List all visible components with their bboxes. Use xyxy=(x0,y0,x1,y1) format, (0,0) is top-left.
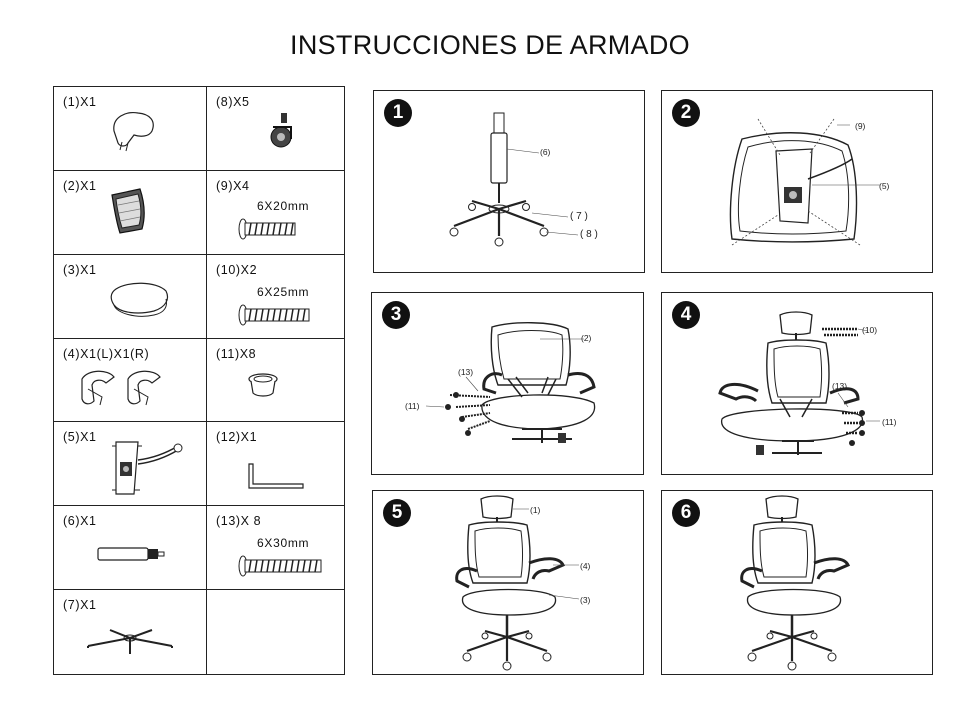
part-label: (8)X5 xyxy=(216,95,250,109)
star-base-illustration xyxy=(87,629,173,655)
callout-label: (9) xyxy=(855,121,866,131)
part-cell-12: (12)X1 xyxy=(207,422,344,507)
step-6-illustration xyxy=(740,495,851,671)
step-2-illustration xyxy=(729,118,880,246)
screw-illustration xyxy=(238,555,322,577)
callout-label: (6) xyxy=(540,147,551,157)
callout-label: (1) xyxy=(530,505,541,515)
part-label: (7)X1 xyxy=(63,598,97,613)
step-number-badge: 3 xyxy=(382,301,410,329)
part-cell-5: (5)X1 xyxy=(54,422,207,507)
part-cell-2: (2)X1 xyxy=(54,170,207,255)
callout-label: (11) xyxy=(882,417,897,427)
allen-key-illustration xyxy=(248,463,304,490)
screw-illustration xyxy=(238,218,296,240)
callout-label: (3) xyxy=(580,595,591,605)
part-cell-10: (10)X2 6X25mm xyxy=(207,255,344,339)
step-number-badge: 2 xyxy=(672,99,700,127)
seat-illustration xyxy=(110,282,169,317)
step-number-badge: 4 xyxy=(672,301,700,329)
parts-list-table: (1)X1 (8)X5 (2)X1 (9)X4 6X20mm xyxy=(53,86,345,675)
step-number-badge: 5 xyxy=(383,499,411,527)
step-panel-1: 1 (6) ( 7 ) ( 8 ) xyxy=(373,90,645,273)
part-label: (1)X1 xyxy=(63,95,97,109)
part-cell-3: (3)X1 xyxy=(54,254,207,339)
part-cell-empty xyxy=(207,590,344,674)
gas-lift-illustration xyxy=(97,547,165,561)
part-label: (6)X1 xyxy=(63,514,97,529)
part-label: (11)X8 xyxy=(216,346,257,361)
armrests-illustration xyxy=(81,370,161,405)
callout-label: (5) xyxy=(879,181,890,191)
part-label: (10)X2 xyxy=(216,262,258,277)
part-size: 6X20mm xyxy=(257,198,310,213)
step-panel-4: 4 (10) (13) (11) xyxy=(661,292,933,475)
headrest-illustration xyxy=(113,112,154,152)
cap-illustration xyxy=(248,372,278,397)
callout-label: (2) xyxy=(581,333,592,343)
part-label: (2)X1 xyxy=(63,178,97,193)
step-panel-3: 3 (2) (13) (11) xyxy=(371,292,644,475)
callout-label: ( 7 ) xyxy=(570,211,588,222)
part-label: (13)X 8 xyxy=(216,514,262,529)
page-title: INSTRUCCIONES DE ARMADO xyxy=(290,30,690,60)
screw-illustration xyxy=(238,304,310,326)
step-4-illustration xyxy=(718,311,880,455)
part-cell-8: (8)X5 xyxy=(207,87,344,171)
step-number-badge: 6 xyxy=(672,499,700,527)
callout-label: (10) xyxy=(862,325,878,335)
part-cell-11: (11)X8 xyxy=(207,339,344,423)
step-1-illustration xyxy=(449,112,579,247)
step-panel-2: 2 (9) (5) xyxy=(661,90,933,273)
callout-label: (13) xyxy=(832,381,848,391)
callout-label: ( 8 ) xyxy=(580,229,598,240)
step-panel-6: 6 xyxy=(661,490,933,675)
callout-label: (4) xyxy=(580,561,591,571)
part-label: (9)X4 xyxy=(216,178,250,193)
part-cell-6: (6)X1 xyxy=(54,506,207,591)
part-size: 6X30mm xyxy=(257,536,310,551)
part-size: 6X25mm xyxy=(257,284,310,299)
part-cell-1: (1)X1 xyxy=(54,87,207,171)
caster-illustration xyxy=(270,113,292,148)
backrest-illustration xyxy=(111,188,145,234)
part-label: (4)X1(L)X1(R) xyxy=(63,346,150,361)
part-label: (5)X1 xyxy=(63,430,97,445)
callout-label: (11) xyxy=(405,401,420,411)
part-cell-9: (9)X4 6X20mm xyxy=(207,171,344,255)
step-panel-5: 5 (1) (4) (3) xyxy=(372,490,644,675)
part-cell-4: (4)X1(L)X1(R) xyxy=(54,338,207,423)
step-3-illustration xyxy=(425,322,596,443)
mechanism-illustration xyxy=(112,441,183,496)
step-5-illustration xyxy=(455,495,580,671)
part-cell-7: (7)X1 xyxy=(54,590,207,674)
step-number-badge: 1 xyxy=(384,99,412,127)
part-label: (12)X1 xyxy=(216,430,258,445)
callout-label: (13) xyxy=(458,367,474,377)
part-cell-13: (13)X 8 6X30mm xyxy=(207,506,344,591)
part-label: (3)X1 xyxy=(63,262,97,277)
